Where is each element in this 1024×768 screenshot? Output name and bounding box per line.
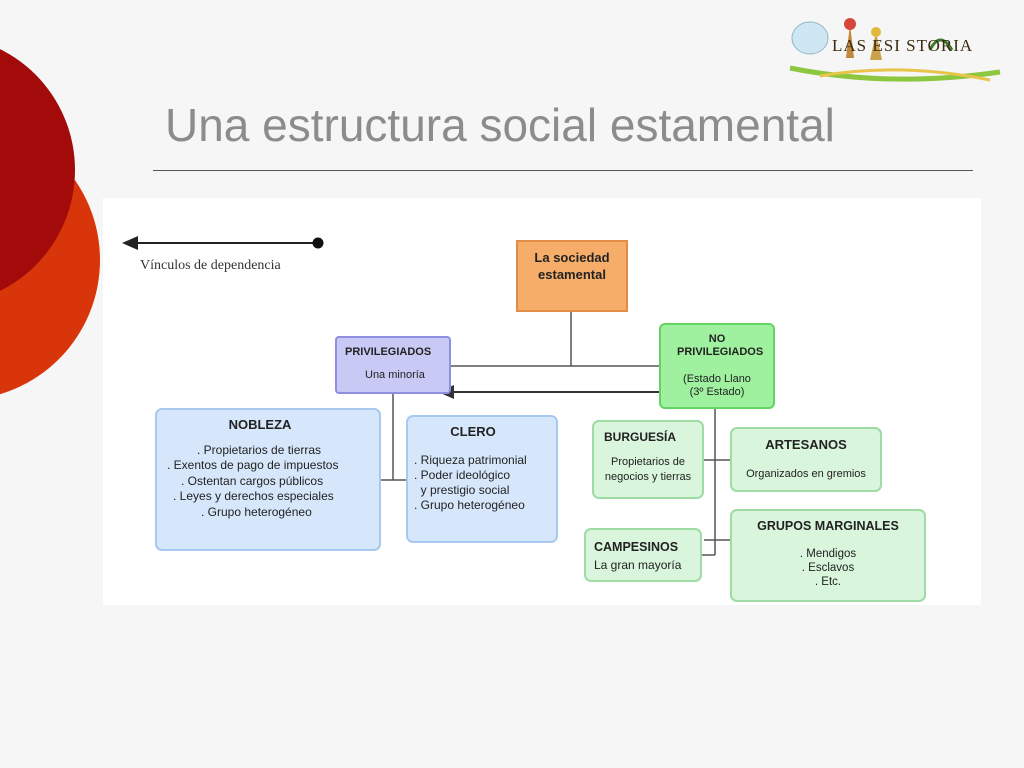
- non-privileged-title: NO PRIVILEGIADOS: [677, 333, 764, 358]
- non-privileged-subtitle: (Estado Llano (3º Estado): [675, 373, 759, 399]
- slide-title: Una estructura social estamental: [165, 99, 835, 151]
- non-privileged-box: NO PRIVILEGIADOS (Estado Llano (3º Estad…: [659, 323, 775, 409]
- list-item: . Poder ideológico: [414, 468, 511, 482]
- burguesia-line-2: negocios y tierras: [604, 471, 692, 483]
- campesinos-title: CAMPESINOS: [594, 540, 679, 554]
- list-item: . Leyes y derechos especiales: [173, 489, 334, 503]
- campesinos-text: La gran mayoría: [594, 558, 682, 572]
- nobleza-title: NOBLEZA: [228, 417, 292, 432]
- artesanos-text: Organizados en gremios: [746, 468, 866, 480]
- non-privileged-line-2: (3º Estado): [689, 386, 745, 398]
- privileged-title: PRIVILEGIADOS: [345, 346, 432, 358]
- artesanos-box: ARTESANOS Organizados en gremios: [730, 427, 882, 492]
- campesinos-box: CAMPESINOS La gran mayoría: [584, 528, 702, 582]
- list-item: . Esclavos: [801, 562, 855, 574]
- red-circle-shape: [0, 49, 75, 291]
- logo-text: LAS ESI STORIA: [832, 36, 974, 55]
- clero-title: CLERO: [450, 424, 496, 439]
- list-item: . Riqueza patrimonial: [414, 453, 527, 467]
- artesanos-title: ARTESANOS: [765, 437, 847, 452]
- list-item: y prestigio social: [414, 483, 510, 497]
- list-item: . Grupo heterogéneo: [414, 498, 525, 512]
- list-item: . Grupo heterogéneo: [201, 504, 312, 519]
- decorative-circles: [0, 49, 100, 395]
- root-box-sociedad-estamental: La sociedad estamental: [516, 240, 628, 312]
- legend-label: Vínculos de dependencia: [140, 258, 281, 273]
- list-item: . Exentos de pago de impuestos: [167, 458, 339, 472]
- clero-box: CLERO . Riqueza patrimonial . Poder ideo…: [406, 415, 558, 543]
- privileged-subtitle: Una minoría: [365, 369, 425, 381]
- nobleza-box: NOBLEZA . Propietarios de tierras . Exen…: [155, 408, 381, 551]
- list-item: . Mendigos: [799, 548, 857, 560]
- title-divider: [153, 170, 973, 171]
- root-line-2: estamental: [538, 267, 606, 282]
- list-item: . Etc.: [814, 576, 842, 588]
- burguesia-line-1: Propietarios de: [611, 456, 685, 468]
- burguesia-title: BURGUESÍA: [604, 430, 677, 444]
- las-historia-logo-icon: [789, 18, 1001, 82]
- list-item: . Propietarios de tierras: [197, 442, 322, 457]
- non-privileged-line-1: (Estado Llano: [683, 373, 751, 385]
- list-item: . Ostentan cargos públicos: [181, 473, 324, 488]
- grupos-marginales-box: GRUPOS MARGINALES . Mendigos . Esclavos …: [730, 509, 926, 602]
- root-line-1: La sociedad: [534, 250, 610, 265]
- privileged-box: PRIVILEGIADOS Una minoría: [335, 336, 451, 394]
- marginales-title: GRUPOS MARGINALES: [757, 519, 899, 533]
- burguesia-box: BURGUESÍA Propietarios de negocios y tie…: [592, 420, 704, 499]
